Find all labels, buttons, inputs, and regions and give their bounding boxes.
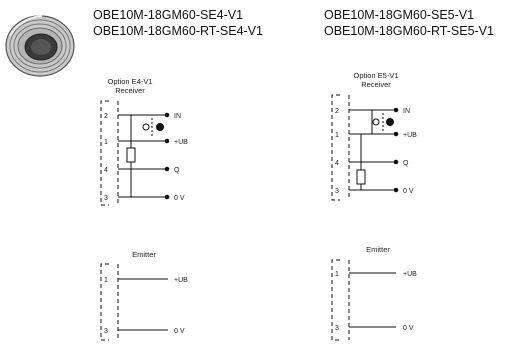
e4-resistor-icon bbox=[126, 147, 136, 163]
e4-pin-number: 4 bbox=[104, 167, 108, 174]
e4-receiver-connector-outline bbox=[100, 100, 109, 206]
e5-pin-number: 1 bbox=[335, 132, 339, 139]
e5-switch-closed-icon bbox=[386, 118, 394, 126]
e5-pin-number: 4 bbox=[335, 160, 339, 167]
e5-emitter-signal-label: 0 V bbox=[403, 325, 414, 332]
e4-pin-number: 2 bbox=[104, 113, 108, 120]
e5-emitter-connector-outline bbox=[331, 259, 340, 341]
e4-signal-label: IN bbox=[174, 113, 181, 120]
e4-emitter-pin-number: 3 bbox=[104, 328, 108, 335]
e5-emitter-title: Emitter bbox=[366, 245, 390, 254]
e4-emitter-signal-label: +UB bbox=[174, 277, 188, 284]
part-number: OBE10M-18GM60-RT-SE4-V1 bbox=[93, 23, 263, 38]
part-numbers-se5: OBE10M-18GM60-SE5-V1 OBE10M-18GM60-RT-SE… bbox=[324, 8, 494, 39]
e4-switch-closed-icon bbox=[156, 123, 164, 131]
e5-signal-label: +UB bbox=[403, 132, 417, 139]
connector-body-icon bbox=[5, 15, 75, 77]
e5-receiver-connector-outline bbox=[331, 94, 340, 201]
e4-receiver-diagram: Option E4-V1 Receiver 2 1 4 3 IN +UB Q 0… bbox=[100, 77, 188, 206]
e4-emitter-pin-number: 1 bbox=[104, 277, 108, 284]
e5-emitter-signal-label: +UB bbox=[403, 271, 417, 278]
e4-pin-number: 3 bbox=[104, 195, 108, 202]
e5-resistor-icon bbox=[356, 169, 366, 185]
part-number: OBE10M-18GM60-RT-SE5-V1 bbox=[324, 23, 494, 38]
e4-emitter-title: Emitter bbox=[132, 250, 156, 259]
e4-signal-label: 0 V bbox=[174, 195, 185, 202]
e4-emitter-connector-outline bbox=[100, 263, 109, 341]
part-number: OBE10M-18GM60-SE5-V1 bbox=[324, 8, 475, 22]
e5-receiver-diagram: Option E5-V1 Receiver 2 1 4 3 IN +UB Q 0… bbox=[331, 71, 417, 201]
e5-signal-label: 0 V bbox=[403, 188, 414, 195]
e4-signal-label: Q bbox=[174, 167, 180, 174]
part-number: OBE10M-18GM60-SE4-V1 bbox=[93, 8, 244, 22]
e4-emitter-signal-label: 0 V bbox=[174, 328, 185, 335]
e5-pin-number: 2 bbox=[335, 108, 339, 115]
e4-emitter-diagram: Emitter 1 3 +UB 0 V bbox=[100, 250, 188, 341]
e4-pin-number: 1 bbox=[104, 139, 108, 146]
e5-emitter-pin-number: 3 bbox=[335, 325, 339, 332]
e5-receiver-subtitle: Receiver bbox=[361, 80, 391, 89]
e5-signal-label: IN bbox=[403, 108, 410, 115]
e5-emitter-diagram: Emitter 1 3 +UB 0 V bbox=[331, 245, 417, 341]
e5-switch-open-icon bbox=[372, 118, 380, 126]
connector-image bbox=[5, 15, 75, 77]
e5-signal-label: Q bbox=[403, 160, 409, 167]
e4-receiver-title: Option E4-V1 bbox=[107, 77, 152, 86]
e4-receiver-subtitle: Receiver bbox=[115, 86, 145, 95]
e5-pin-number: 3 bbox=[335, 188, 339, 195]
e5-emitter-pin-number: 1 bbox=[335, 271, 339, 278]
part-numbers-se4: OBE10M-18GM60-SE4-V1 OBE10M-18GM60-RT-SE… bbox=[93, 8, 263, 39]
e4-switch-open-icon bbox=[142, 123, 150, 131]
e4-signal-label: +UB bbox=[174, 139, 188, 146]
e5-receiver-title: Option E5-V1 bbox=[353, 71, 398, 80]
